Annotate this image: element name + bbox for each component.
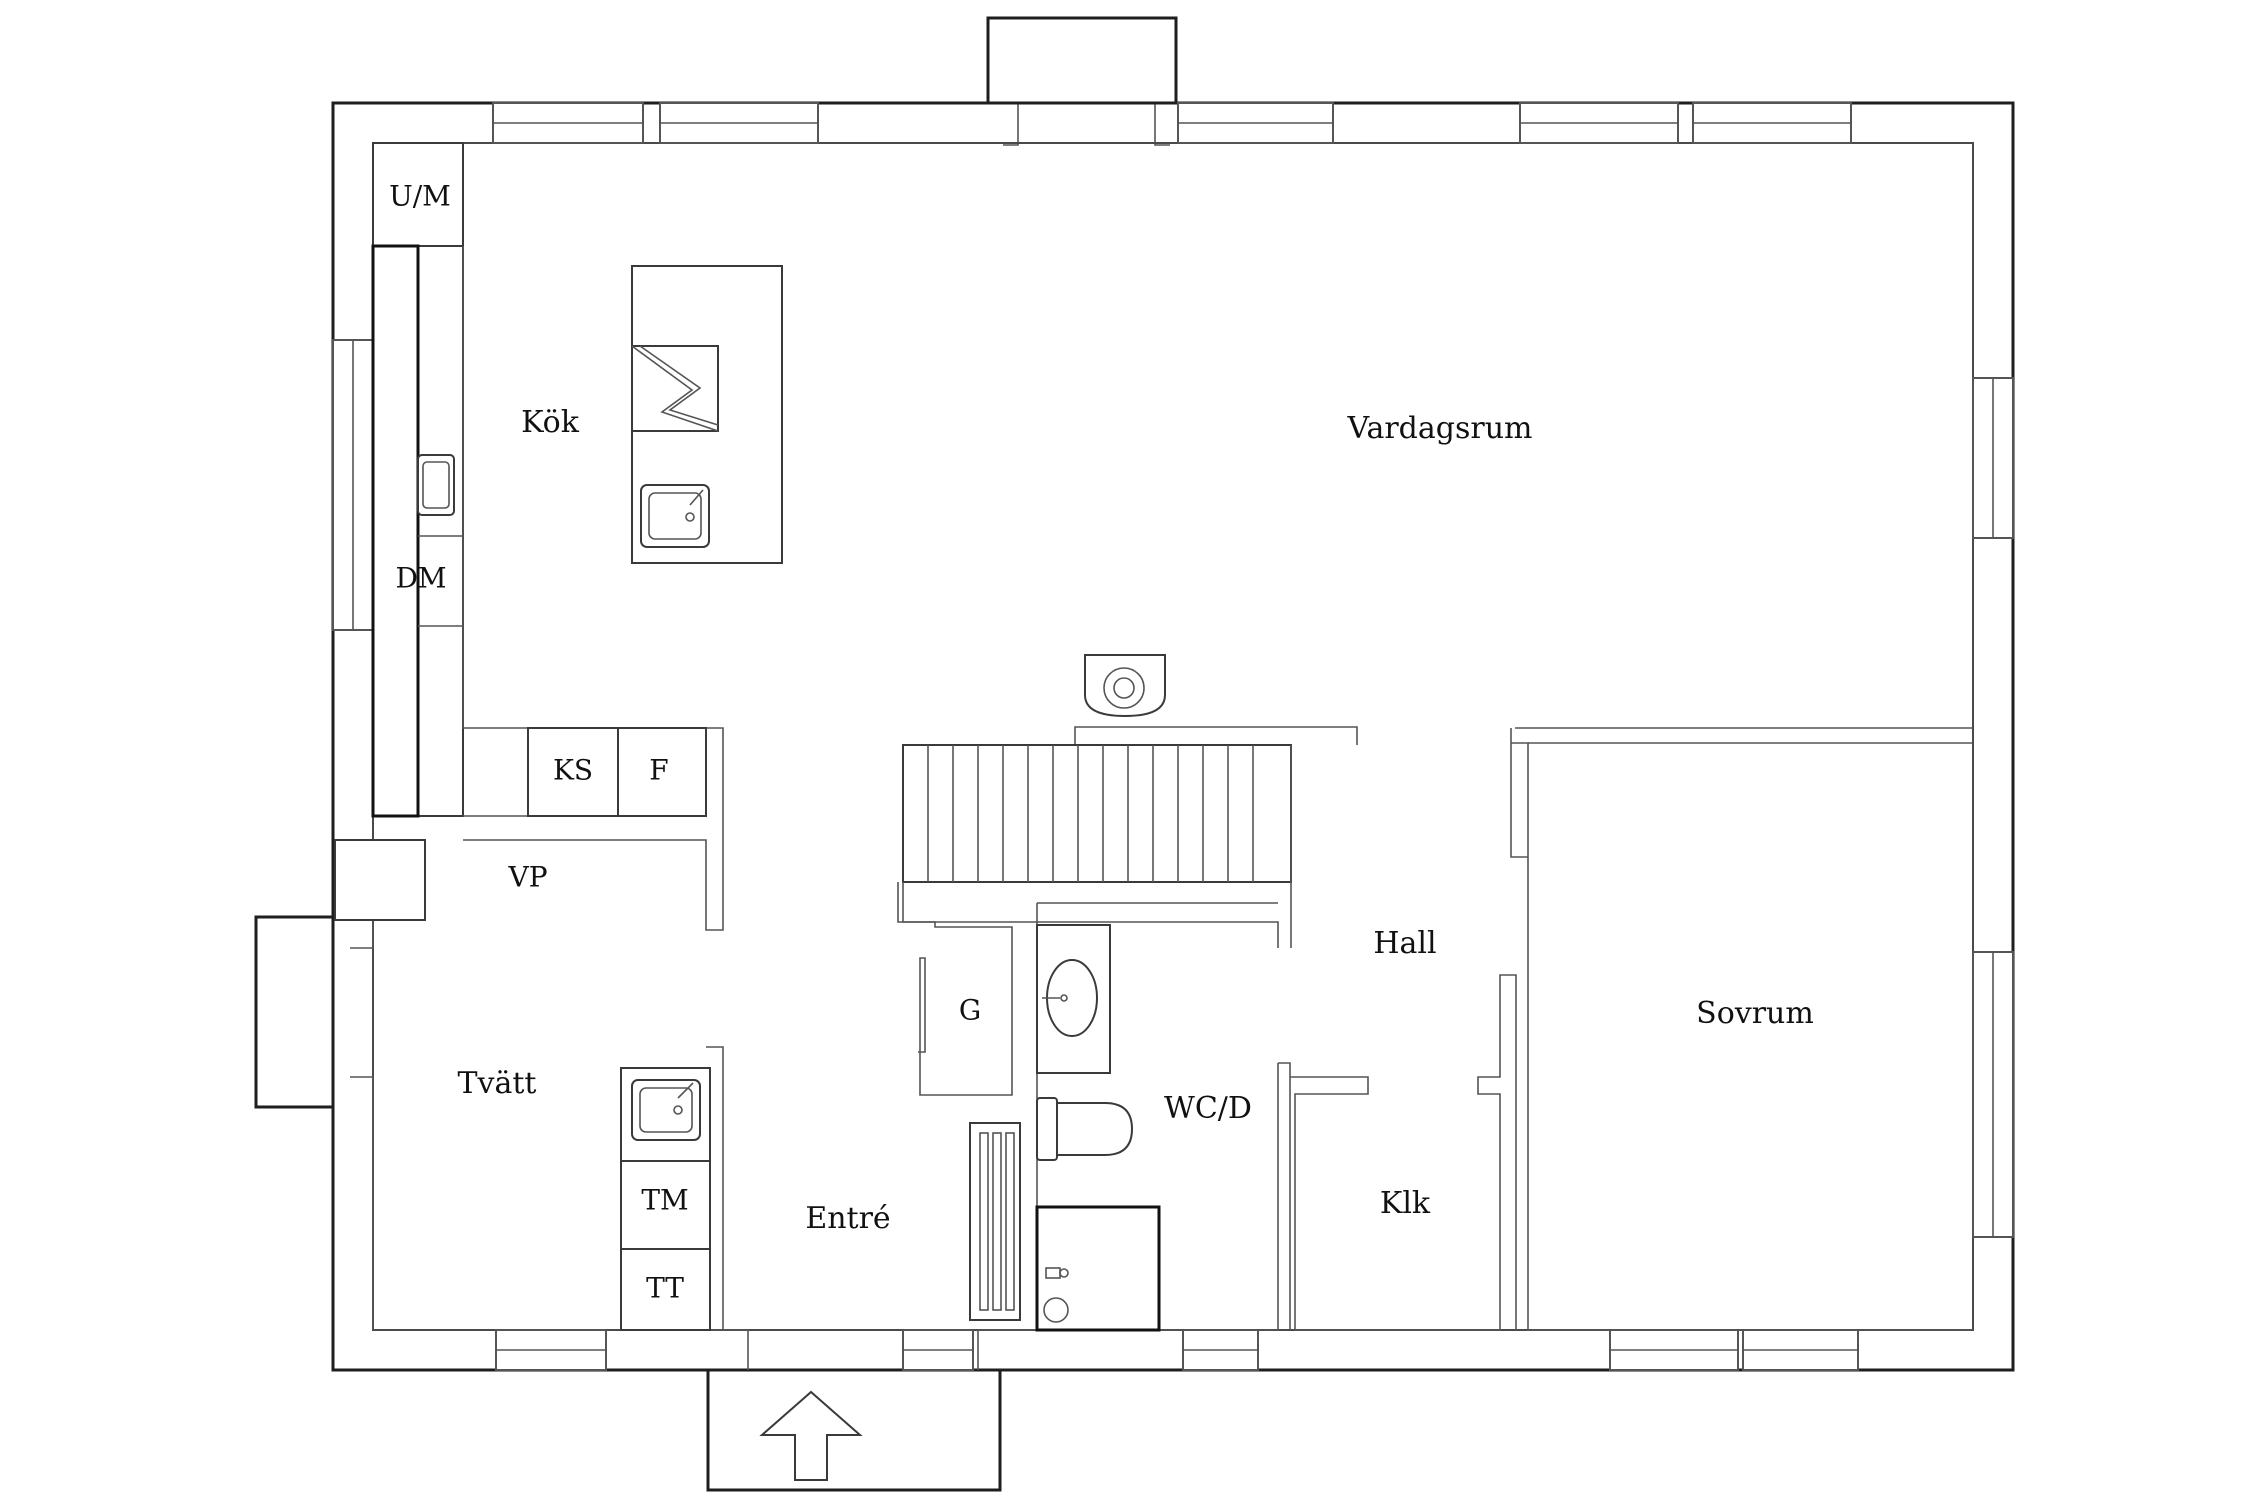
fixture-labels: U/M DM KS F VP G TM TT — [389, 180, 981, 1305]
interior-walls — [350, 727, 1973, 1370]
island-sink-icon — [640, 484, 710, 548]
chimney — [986, 16, 1178, 146]
toilet-icon — [1036, 1097, 1134, 1161]
room-label-closet: Klk — [1380, 1186, 1431, 1221]
fixture-label-dm: DM — [395, 562, 446, 595]
room-label-entrance: Entré — [805, 1201, 890, 1236]
fixture-label-tt: TT — [646, 1272, 684, 1305]
laundry-sink-icon — [631, 1079, 701, 1141]
fixture-label-f: F — [649, 754, 668, 787]
radiator-icon — [969, 1122, 1021, 1321]
windows-bottom — [495, 1329, 1859, 1371]
room-label-hall: Hall — [1373, 926, 1436, 961]
fireplace-icon — [1084, 654, 1166, 718]
entrance-arrow-icon — [759, 1390, 863, 1481]
stove-icon — [631, 345, 719, 432]
windows-top — [492, 102, 1852, 144]
room-label-kitchen: Kök — [521, 405, 580, 440]
windows-side — [332, 339, 2014, 1238]
room-label-wc: WC/D — [1164, 1091, 1252, 1126]
kitchen-counters — [371, 142, 724, 931]
fixture-label-tm: TM — [641, 1184, 688, 1217]
room-labels: Kök Vardagsrum Hall Sovrum Tvätt Entré W… — [458, 405, 1814, 1236]
wc-fixtures — [1035, 924, 1161, 1332]
kitchen-sink-icon — [417, 454, 455, 516]
washbasin-icon — [1042, 959, 1098, 1037]
room-label-laundry: Tvätt — [458, 1066, 537, 1101]
fixture-label-g: G — [959, 994, 981, 1027]
fixture-label-um: U/M — [389, 180, 451, 213]
laundry-fixtures — [334, 839, 711, 1331]
fixture-label-vp: VP — [507, 861, 547, 894]
staircase — [897, 726, 1358, 948]
room-label-living: Vardagsrum — [1347, 411, 1533, 446]
shower-icon — [1035, 1205, 1161, 1332]
fixture-label-ks: KS — [553, 754, 593, 787]
kitchen-island — [631, 265, 783, 564]
room-label-bedroom: Sovrum — [1696, 996, 1814, 1031]
